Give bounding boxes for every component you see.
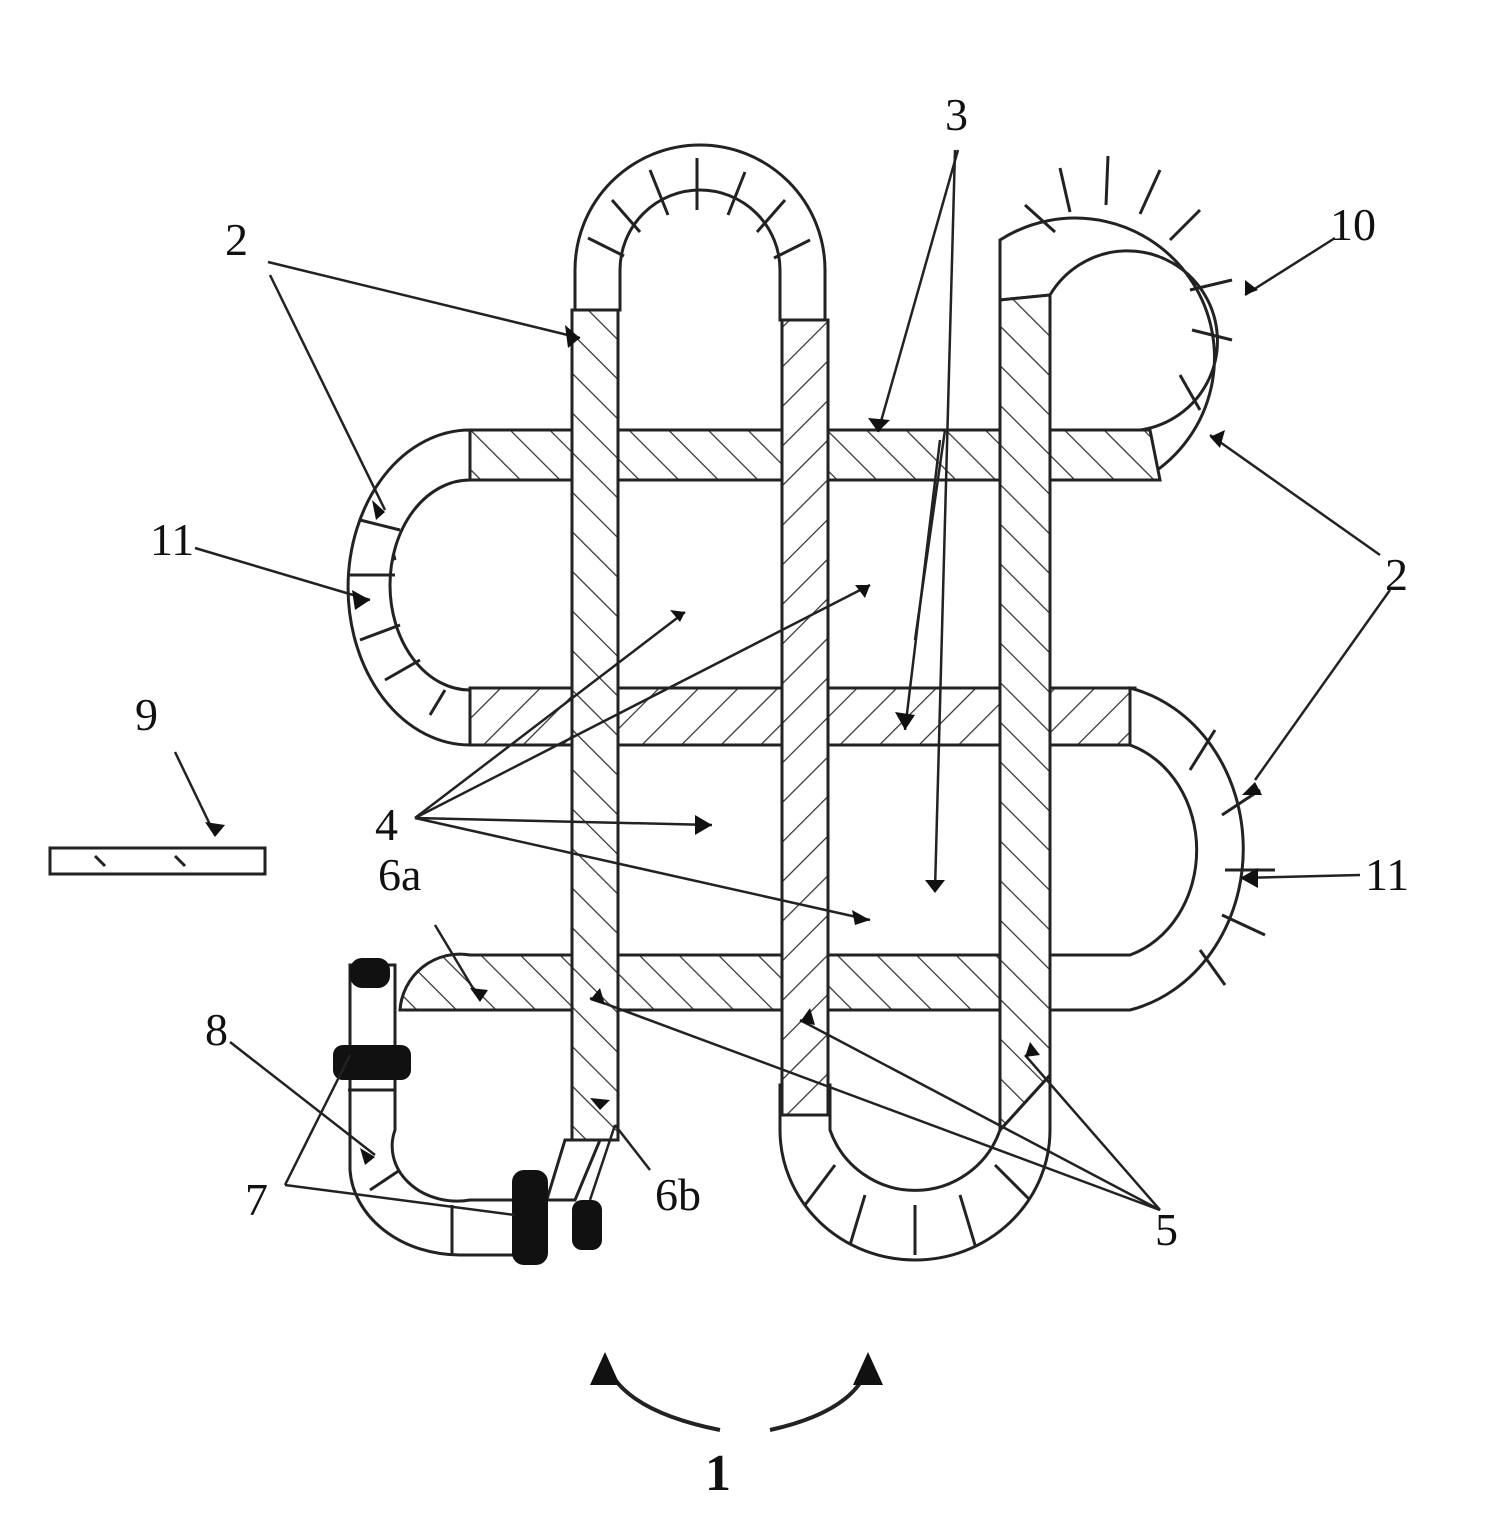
label-3: 3 <box>945 89 968 140</box>
label-8: 8 <box>205 1004 228 1055</box>
top-u-bend <box>575 145 825 320</box>
label-7: 7 <box>245 1174 268 1225</box>
vertical-tube-3 <box>1000 295 1050 1130</box>
label-10: 10 <box>1330 199 1376 250</box>
label-9: 9 <box>135 689 158 740</box>
label-6b: 6b <box>655 1169 701 1220</box>
label-1: 1 <box>705 1445 731 1502</box>
horizontal-bar-bottom <box>400 954 1045 1010</box>
label-11-left: 11 <box>150 514 194 565</box>
label-4: 4 <box>375 799 398 850</box>
label-2-right: 2 <box>1385 549 1408 600</box>
vertical-tube-2 <box>782 320 828 1115</box>
label-5: 5 <box>1155 1204 1178 1255</box>
plate-9 <box>50 848 265 874</box>
label-6a: 6a <box>378 849 421 900</box>
label-2-top-left: 2 <box>225 214 248 265</box>
label-11-right: 11 <box>1365 849 1409 900</box>
